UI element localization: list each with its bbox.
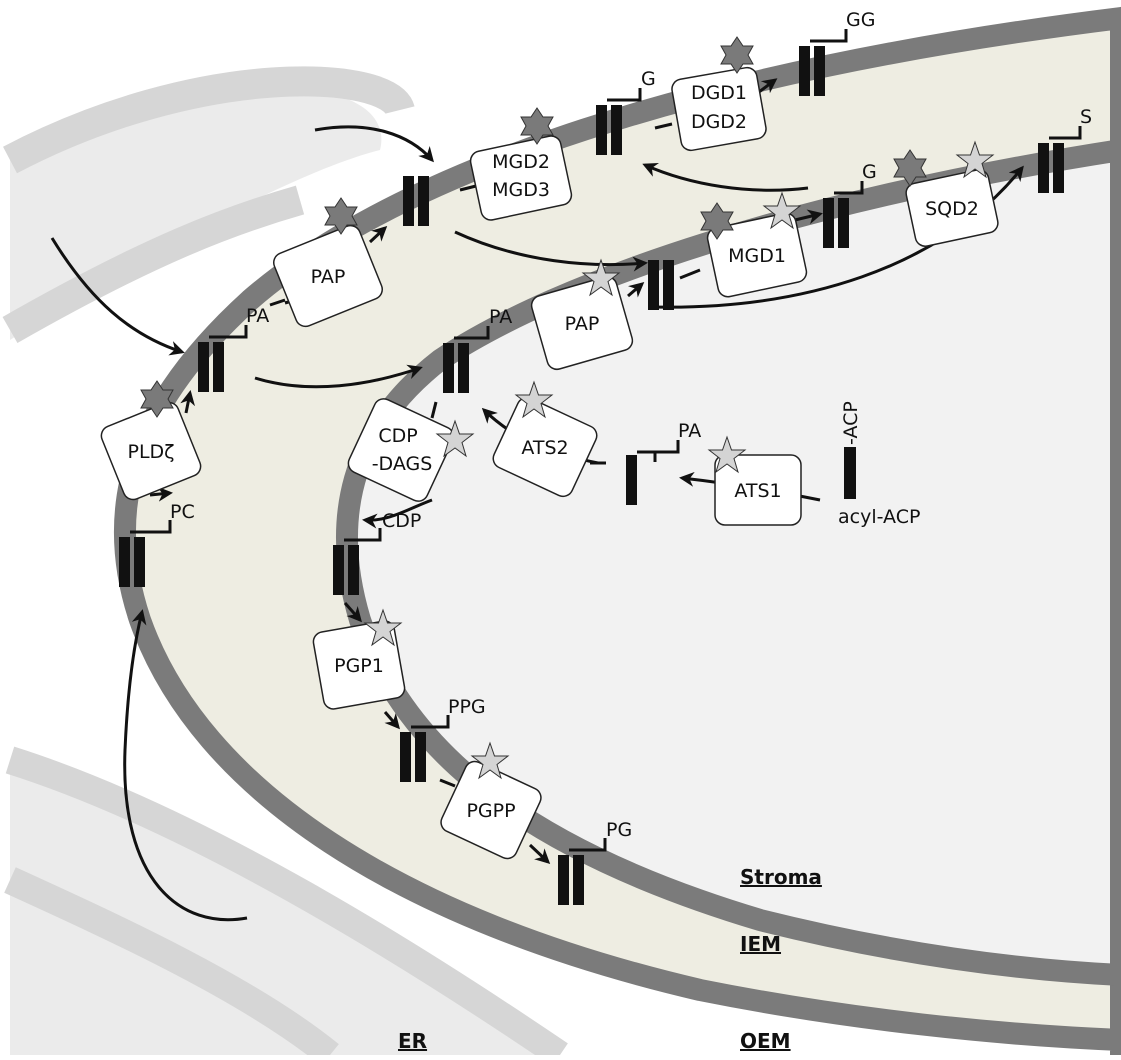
star-light-pgpp (470, 741, 510, 780)
lipid-gg (799, 29, 848, 96)
label-stroma: Stroma (740, 865, 822, 889)
arrows (50, 78, 1024, 922)
svg-text:PGP1: PGP1 (334, 655, 384, 677)
svg-text:ATS2: ATS2 (521, 437, 568, 459)
enzyme-mgd2-mgd3: MGD2 MGD3 (469, 135, 573, 221)
svg-text:MGD2: MGD2 (492, 151, 550, 173)
label-g-outer: G (641, 68, 656, 90)
lipid-acyl-acp (844, 447, 856, 499)
label-pc: PC (170, 501, 195, 523)
lipid-dag-outer (403, 176, 429, 226)
star-light-cdp-dags (435, 419, 475, 458)
enzyme-pap-inner: PAP (530, 275, 634, 371)
label-oem: OEM (740, 1029, 791, 1053)
enzyme-dgd: DGD1 DGD2 (671, 66, 767, 152)
star-light-pap-inner (581, 258, 621, 297)
svg-text:CDP: CDP (378, 425, 417, 447)
label-cdp: CDP (382, 510, 421, 532)
star-dark-dgd (720, 36, 754, 74)
label-acyl-acp: acyl-ACP (838, 506, 920, 528)
label-pg: PG (606, 819, 632, 841)
lipid-pc (119, 520, 172, 587)
enzyme-pld: PLDζ (100, 401, 202, 501)
star-light-mgd1 (762, 191, 802, 230)
svg-text:-DAGS: -DAGS (372, 453, 433, 475)
star-light-ats1 (707, 435, 747, 474)
enzyme-pgpp: PGPP (440, 760, 542, 860)
svg-text:PLDζ: PLDζ (127, 441, 174, 463)
lipid-cdp (333, 528, 382, 595)
star-light-ats2 (514, 380, 554, 419)
label-s: S (1080, 106, 1092, 128)
label-er: ER (398, 1029, 427, 1053)
label-pa-outer: PA (246, 305, 269, 327)
label-gg: GG (846, 9, 875, 31)
svg-text:DGD2: DGD2 (691, 111, 747, 133)
svg-text:MGD3: MGD3 (492, 179, 550, 201)
lipid-ppg (400, 715, 450, 782)
label-iem: IEM (740, 932, 781, 956)
star-light-sqd2 (955, 140, 995, 179)
lipid-pa-outer (198, 325, 248, 392)
label-pa-free: PA (678, 420, 701, 442)
lipid-g-inner (823, 181, 864, 248)
lipid-dag-inner (648, 260, 674, 310)
label-pa-inner: PA (489, 306, 512, 328)
star-dark-pld (140, 380, 174, 418)
er-upper-band (2, 66, 415, 344)
enzyme-ats2: ATS2 (492, 396, 598, 498)
enzyme-pgp1: PGP1 (312, 620, 406, 710)
svg-text:SQD2: SQD2 (925, 198, 979, 220)
star-dark-mgd1 (700, 202, 734, 240)
lipid-pa-free (626, 440, 680, 505)
svg-text:DGD1: DGD1 (691, 82, 747, 104)
label-g-inner: G (862, 161, 877, 183)
svg-text:ATS1: ATS1 (734, 480, 781, 502)
lipid-pa-inner (443, 326, 490, 393)
enzyme-sqd2: SQD2 (905, 169, 999, 247)
enzyme-mgd1: MGD1 (706, 212, 808, 298)
lipid-s (1038, 126, 1082, 193)
star-light-pgp1 (363, 608, 403, 647)
star-dark-pap-outer (324, 197, 358, 235)
star-dark-mgd23 (520, 107, 554, 145)
label-ppg: PPG (448, 696, 486, 718)
svg-text:PAP: PAP (311, 266, 346, 288)
svg-text:MGD1: MGD1 (728, 245, 786, 267)
lipid-g-outer (596, 88, 642, 155)
enzyme-ats1: ATS1 (714, 454, 802, 526)
svg-text:PGPP: PGPP (466, 800, 515, 822)
star-dark-sqd2 (893, 149, 927, 187)
er-lower-band (4, 746, 568, 1060)
svg-text:PAP: PAP (565, 313, 600, 335)
label-acp: -ACP (840, 401, 862, 445)
enzyme-pap-outer: PAP (273, 224, 383, 328)
enzyme-cdp-dags: CDP -DAGS (347, 398, 455, 502)
lipid-pg (558, 838, 607, 905)
